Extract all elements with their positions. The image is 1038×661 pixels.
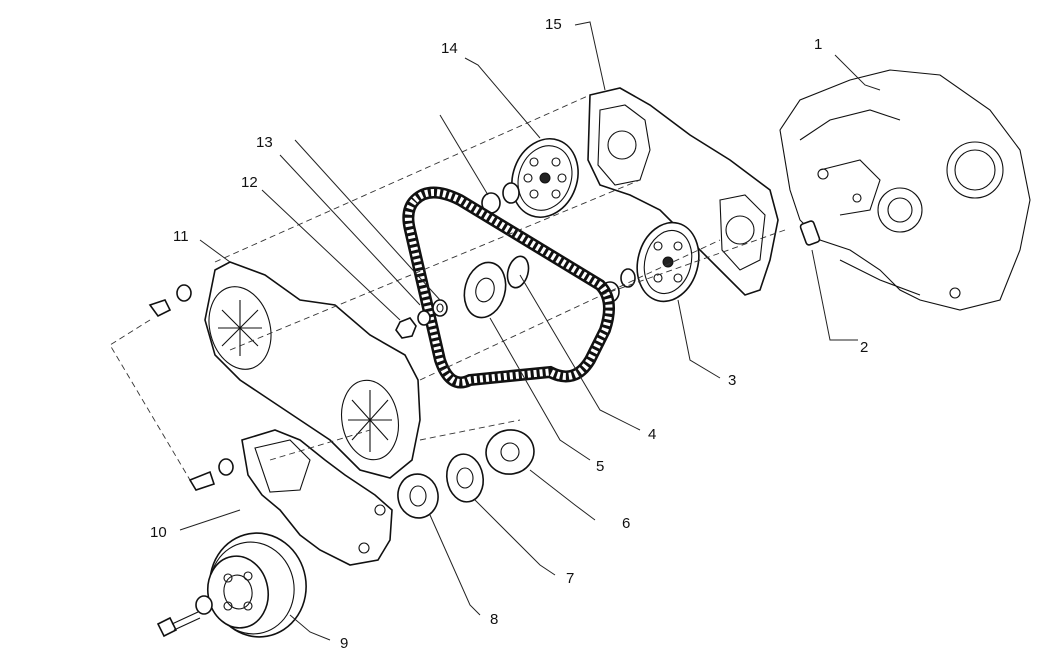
crankshaft-pulley (207, 532, 307, 638)
callout-4: 4 (648, 426, 657, 443)
crankshaft-washer-rear (485, 429, 535, 475)
rear-timing-cover (587, 87, 779, 296)
callout-11: 11 (173, 228, 189, 245)
tensioner-washers (395, 299, 448, 339)
assembly-axis-lines (109, 94, 786, 481)
engine-block (779, 69, 1031, 311)
tensioner-pulley (463, 255, 530, 319)
callout-14: 14 (441, 40, 458, 57)
lower-front-timing-cover (241, 429, 393, 566)
crankshaft-washer-front (397, 473, 439, 519)
callout-3: 3 (728, 372, 737, 389)
callout-2: 2 (860, 339, 869, 356)
cover-bolt-upper (148, 284, 192, 318)
upper-front-timing-cover (204, 261, 421, 479)
callout-5: 5 (596, 458, 605, 475)
leader-lines (179, 21, 881, 641)
cover-bolt-lower (188, 458, 234, 491)
callout-13: 13 (256, 134, 273, 151)
crankshaft-sprocket (445, 453, 485, 503)
crankshaft-pulley-bolt (156, 595, 213, 638)
dowel-pin (799, 220, 821, 246)
callout-9: 9 (340, 635, 349, 652)
timing-belt (402, 186, 615, 389)
callout-8: 8 (490, 611, 499, 628)
pump-sprocket (636, 221, 700, 303)
camshaft-sprocket (511, 138, 579, 218)
callout-1: 1 (814, 36, 823, 53)
callout-7: 7 (566, 570, 575, 587)
callout-15: 15 (545, 16, 562, 33)
camshaft-bolt (481, 182, 520, 214)
callout-6: 6 (622, 515, 631, 532)
callout-10: 10 (150, 524, 167, 541)
callout-12: 12 (241, 174, 258, 191)
